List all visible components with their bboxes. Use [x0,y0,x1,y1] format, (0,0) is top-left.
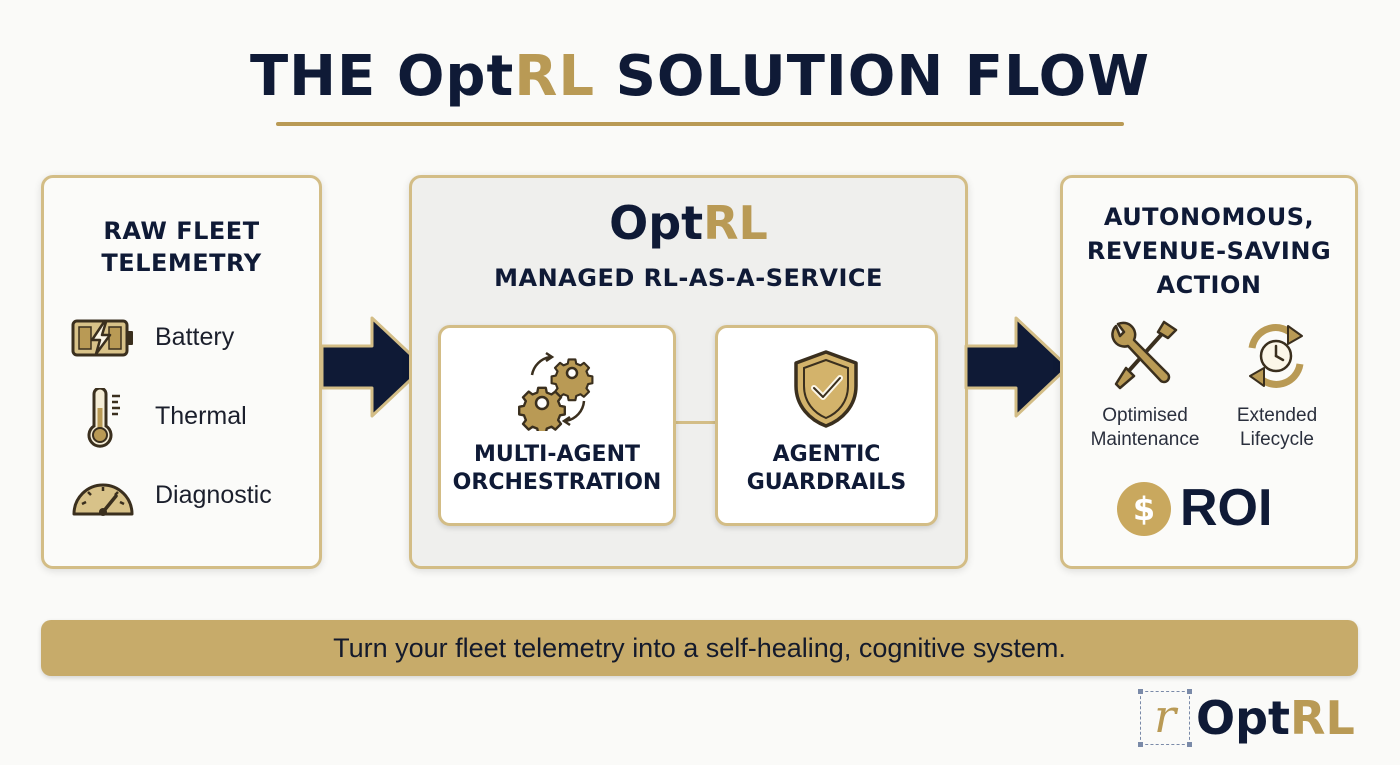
logo-mark-letter: r [1154,689,1176,743]
battery-label: Battery [155,323,235,351]
managed-service-subtitle: MANAGED RL-AS-A-SERVICE [494,264,883,292]
logo-gold: RL [703,196,768,250]
title-underline [276,122,1124,126]
revenue-action-panel [1060,175,1358,569]
tagline-text: Turn your fleet telemetry into a self-he… [333,633,1066,663]
thermometer-icon [87,388,120,448]
roi-label: ROI [1180,479,1273,537]
label-line: Extended [1236,405,1318,426]
page-title: THE OptRL SOLUTION FLOW [0,42,1400,112]
multi-agent-label: MULTI-AGENT ORCHESTRATION [438,441,676,497]
heading-line: TELEMETRY [101,249,262,277]
heading-line: AUTONOMOUS, [1103,203,1315,231]
guardrails-label: AGENTIC GUARDRAILS [715,441,938,497]
optrl-logo: OptRL [409,194,968,252]
cycle-clock-icon [1248,324,1304,388]
label-line: AGENTIC [772,442,881,467]
gauge-icon [72,483,134,516]
extended-lifecycle-label: Extended Lifecycle [1218,404,1336,452]
wrench-screwdriver-icon [1111,320,1178,390]
label-line: Maintenance [1090,429,1200,450]
title-brand-gold: RL [514,44,596,109]
flow-arrow-right-icon [320,316,426,418]
label-line: MULTI-AGENT [474,442,640,467]
connector-line [674,421,718,424]
label-line: GUARDRAILS [746,470,907,495]
logo-dark: Opt [609,196,704,250]
flow-arrow-right-icon [964,316,1070,418]
gears-icon [518,351,594,431]
title-prefix: THE [249,44,397,109]
shield-check-icon [794,350,858,428]
raw-telemetry-heading: RAW FLEET TELEMETRY [41,215,322,279]
battery-icon [71,319,133,357]
logo-mark-icon: r [1138,689,1192,747]
title-suffix: SOLUTION FLOW [595,44,1151,109]
label-line: ORCHESTRATION [452,470,662,495]
title-brand-dark: Opt [396,44,515,109]
footer-logo-gold: RL [1290,691,1355,745]
diagnostic-label: Diagnostic [155,481,272,509]
dollar-coin-icon: $ [1117,482,1171,536]
footer-logo-dark: Opt [1196,691,1291,745]
heading-line: RAW FLEET [103,217,260,245]
label-line: Optimised [1102,405,1188,426]
footer-logo: OptRL [1196,688,1355,748]
heading-line: ACTION [1156,271,1262,299]
thermal-label: Thermal [155,402,247,430]
optimised-maintenance-label: Optimised Maintenance [1082,404,1208,452]
revenue-action-heading: AUTONOMOUS, REVENUE-SAVING ACTION [1060,200,1358,302]
label-line: Lifecycle [1240,429,1314,450]
tagline-banner [41,620,1358,676]
heading-line: REVENUE-SAVING [1086,237,1332,265]
